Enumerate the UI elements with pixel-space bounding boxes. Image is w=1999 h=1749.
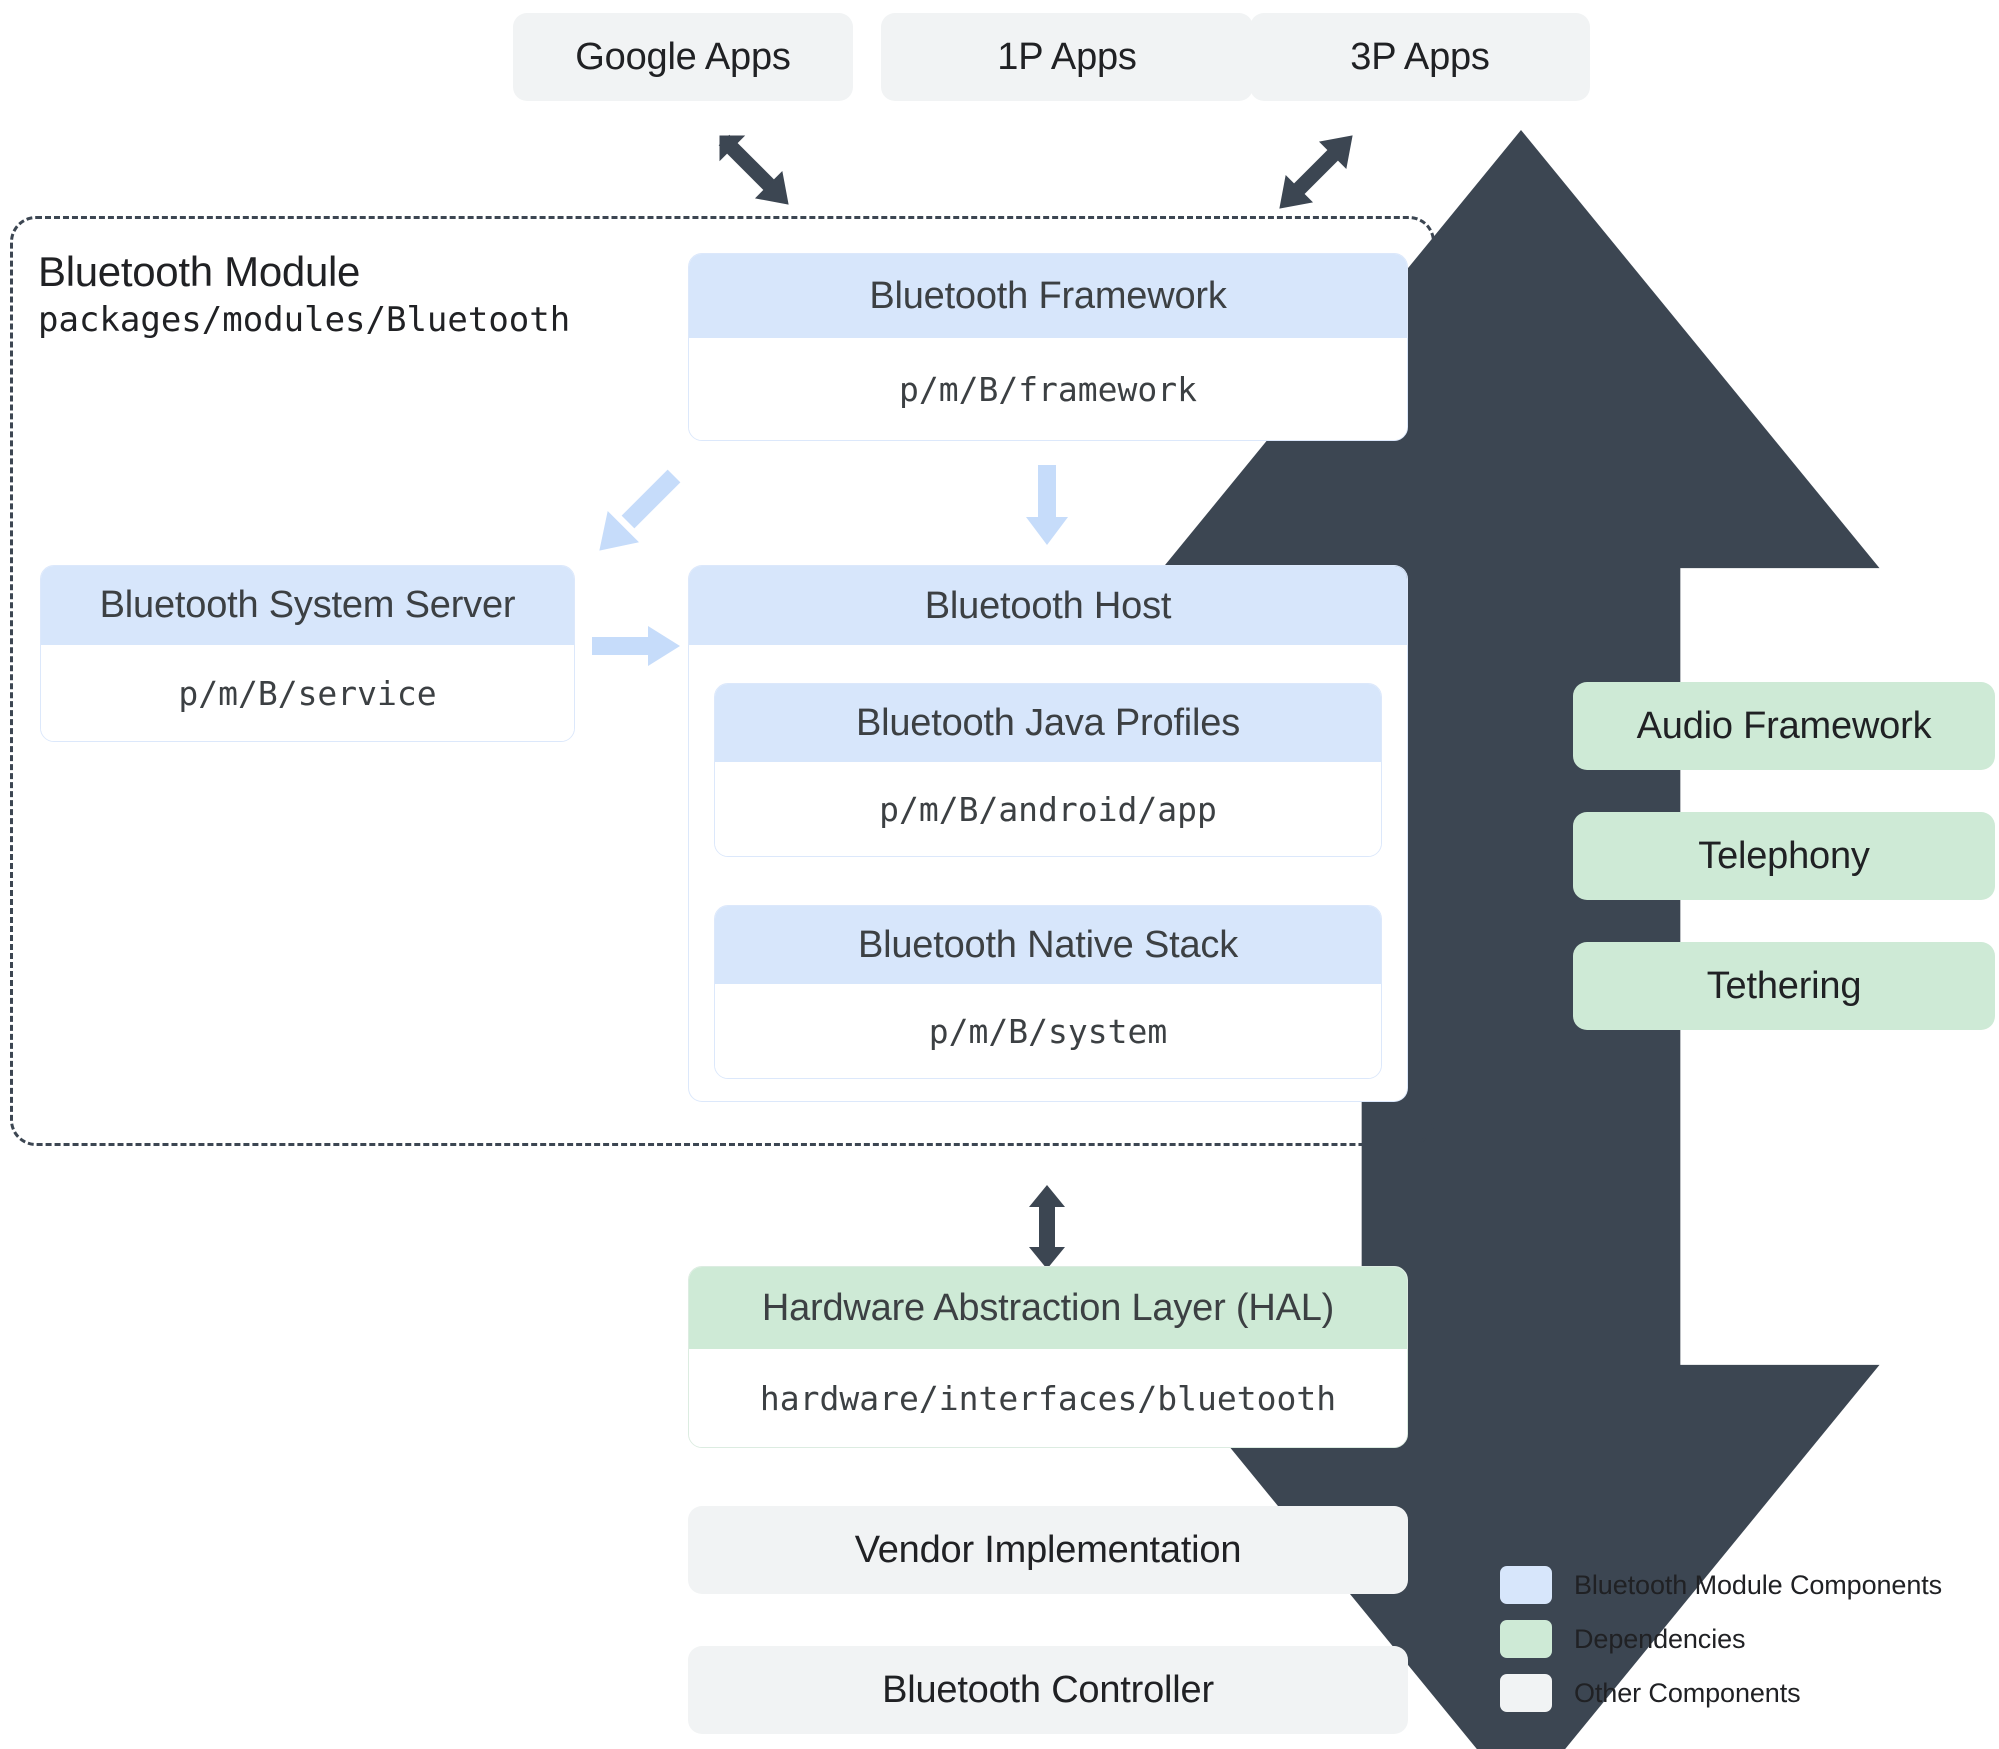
system-server-to-host-arrow <box>592 626 680 666</box>
module-to-hal-arrow <box>1029 1185 1065 1269</box>
bluetooth-host-box[interactable]: Bluetooth Host <box>688 565 1408 645</box>
bluetooth-java-profiles-box[interactable]: Bluetooth Java Profiles p/m/B/android/ap… <box>714 683 1382 857</box>
bluetooth-controller-box[interactable]: Bluetooth Controller <box>688 1646 1408 1734</box>
bluetooth-host-title: Bluetooth Host <box>689 566 1407 645</box>
telephony-label: Telephony <box>1698 834 1870 877</box>
legend-swatch-green-icon <box>1500 1620 1552 1658</box>
first-party-apps-connector-arrow <box>1162 130 1880 1749</box>
framework-to-host-arrow <box>1026 465 1068 545</box>
google-apps-connector-arrow <box>718 134 789 205</box>
hal-box[interactable]: Hardware Abstraction Layer (HAL) hardwar… <box>688 1266 1408 1448</box>
third-party-apps-box[interactable]: 3P Apps <box>1250 13 1590 101</box>
first-party-apps-label: 1P Apps <box>997 35 1137 78</box>
legend-label-other-components: Other Components <box>1574 1677 1801 1708</box>
third-party-apps-label: 3P Apps <box>1350 35 1490 78</box>
tethering-box[interactable]: Tethering <box>1573 942 1995 1030</box>
bluetooth-native-stack-path: p/m/B/system <box>715 984 1381 1078</box>
legend-row-module-components: Bluetooth Module Components <box>1500 1558 1970 1612</box>
third-party-apps-connector-arrow <box>1279 135 1353 209</box>
tethering-label: Tethering <box>1706 964 1862 1007</box>
legend: Bluetooth Module Components Dependencies… <box>1500 1558 1970 1720</box>
bluetooth-module-container <box>10 216 1435 1146</box>
bluetooth-module-title: Bluetooth Module <box>38 248 361 295</box>
legend-label-dependencies: Dependencies <box>1574 1623 1746 1654</box>
google-apps-box[interactable]: Google Apps <box>513 13 853 101</box>
vendor-implementation-label: Vendor Implementation <box>854 1528 1242 1571</box>
bluetooth-java-profiles-path: p/m/B/android/app <box>715 762 1381 856</box>
bluetooth-java-profiles-title: Bluetooth Java Profiles <box>715 684 1381 762</box>
telephony-box[interactable]: Telephony <box>1573 812 1995 900</box>
legend-label-module-components: Bluetooth Module Components <box>1574 1569 1943 1600</box>
module-to-dependencies-arrow <box>1463 834 1547 870</box>
framework-to-system-server-arrow <box>599 469 681 551</box>
bluetooth-system-server-title: Bluetooth System Server <box>41 566 574 645</box>
bluetooth-system-server-box[interactable]: Bluetooth System Server p/m/B/service <box>40 565 575 742</box>
audio-framework-label: Audio Framework <box>1636 704 1932 747</box>
hal-title: Hardware Abstraction Layer (HAL) <box>689 1267 1407 1349</box>
bluetooth-native-stack-box[interactable]: Bluetooth Native Stack p/m/B/system <box>714 905 1382 1079</box>
legend-swatch-gray-icon <box>1500 1674 1552 1712</box>
vendor-implementation-box[interactable]: Vendor Implementation <box>688 1506 1408 1594</box>
bluetooth-framework-title: Bluetooth Framework <box>689 254 1407 338</box>
legend-row-dependencies: Dependencies <box>1500 1612 1970 1666</box>
bluetooth-framework-box[interactable]: Bluetooth Framework p/m/B/framework <box>688 253 1408 441</box>
google-apps-label: Google Apps <box>575 35 791 78</box>
legend-row-other-components: Other Components <box>1500 1666 1970 1720</box>
bluetooth-native-stack-title: Bluetooth Native Stack <box>715 906 1381 984</box>
bluetooth-module-path: packages/modules/Bluetooth <box>38 300 571 340</box>
bluetooth-framework-path: p/m/B/framework <box>689 338 1407 440</box>
hal-path: hardware/interfaces/bluetooth <box>689 1349 1407 1447</box>
bluetooth-system-server-path: p/m/B/service <box>41 645 574 741</box>
bluetooth-controller-label: Bluetooth Controller <box>882 1668 1214 1711</box>
legend-swatch-blue-icon <box>1500 1566 1552 1604</box>
audio-framework-box[interactable]: Audio Framework <box>1573 682 1995 770</box>
first-party-apps-box[interactable]: 1P Apps <box>881 13 1253 101</box>
